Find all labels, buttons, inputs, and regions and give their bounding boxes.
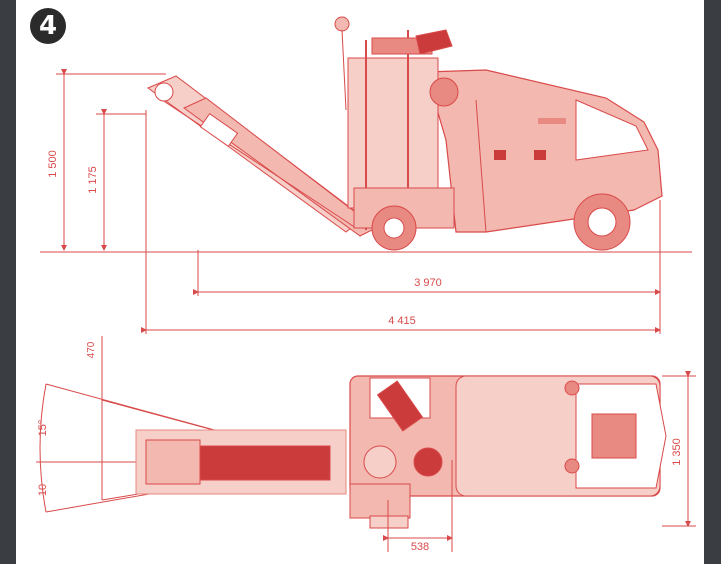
side-view (40, 16, 692, 334)
top-view (36, 336, 696, 552)
conveyor-side (146, 75, 377, 237)
dim-length-total: 4 415 (388, 315, 416, 327)
dim-width: 1 350 (671, 438, 683, 466)
dim-length-machine: 3 970 (414, 277, 442, 289)
wheels-side (371, 193, 631, 251)
dim-height-total: 1 500 (47, 150, 59, 178)
machine-body-top (349, 375, 667, 529)
dim-height-discharge: 1 175 (87, 166, 99, 194)
machine-body-side (334, 16, 663, 233)
dim-angle-upper: 15° (37, 420, 49, 437)
dim-drum-offset: 538 (411, 541, 429, 553)
dim-angle-lower: 10 (37, 484, 49, 496)
conveyor-top (135, 429, 347, 495)
technical-drawing: 1 500 1 175 3 970 4 415 (36, 16, 696, 553)
drawing-page: 4 (16, 0, 704, 564)
dim-offset: 470 (86, 341, 97, 358)
step-number-badge: 4 (30, 8, 66, 44)
